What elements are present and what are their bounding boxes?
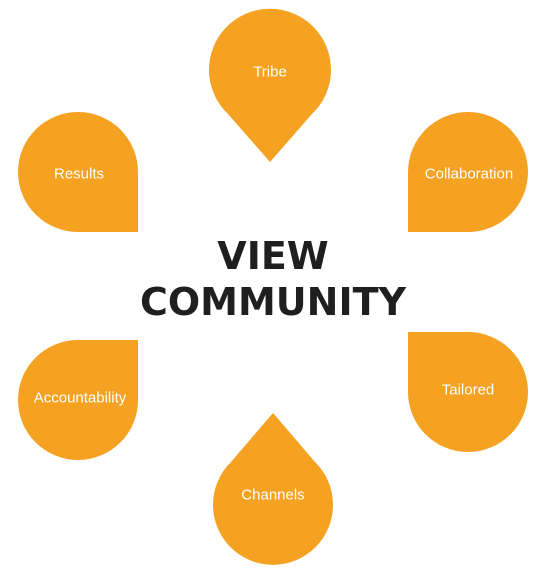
title-line-view: VIEW (217, 234, 329, 278)
collaboration-label: Collaboration (424, 165, 514, 183)
channels-petal (213, 413, 333, 565)
tribe-petal (208, 8, 331, 163)
tailored-label: Tailored (441, 381, 495, 399)
title-line-community: COMMUNITY (139, 280, 407, 324)
results-label: Results (53, 165, 105, 183)
tribe-label: Tribe (253, 63, 287, 81)
collaboration-petal (408, 112, 528, 232)
channels-label: Channels (241, 486, 305, 504)
accountability-label: Accountability (33, 389, 127, 407)
results-petal (18, 112, 138, 232)
accountability-petal (18, 340, 138, 460)
tailored-petal (408, 332, 528, 452)
